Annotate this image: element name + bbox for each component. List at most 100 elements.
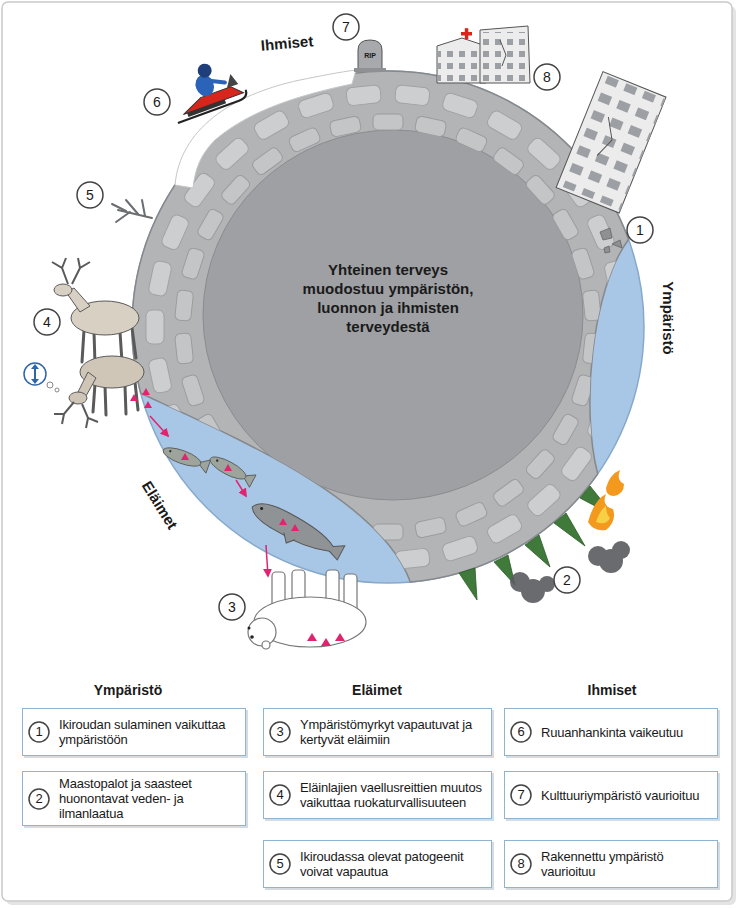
tilted-building	[557, 73, 665, 210]
callout-ring	[29, 722, 49, 742]
legend-text: Ikiroudassa olevat patogeenit voivat vap…	[300, 849, 485, 879]
land-interior	[203, 130, 583, 500]
reindeer	[52, 258, 90, 284]
toxin-triangle	[307, 633, 317, 641]
rock-stone	[395, 548, 431, 569]
rock-stone	[329, 116, 362, 138]
callout-ring	[219, 594, 245, 620]
callout-number: 3	[269, 721, 291, 743]
hospital-building	[437, 26, 530, 83]
polar-bear	[248, 570, 367, 649]
rock-stone	[196, 208, 225, 242]
callout-circle: 1	[626, 216, 654, 244]
smoke	[539, 576, 555, 592]
snowmobile	[207, 75, 225, 88]
rock-stone	[551, 413, 580, 447]
tombstone-text: RIP	[364, 52, 376, 59]
snowmobile	[162, 53, 249, 123]
callout-circle: 3	[269, 721, 291, 743]
reindeer	[78, 372, 96, 396]
snowmobile	[196, 62, 214, 80]
thought-bubble	[34, 367, 36, 381]
rock-stone	[329, 517, 362, 539]
rock-stone	[604, 260, 629, 297]
rock-stone	[612, 310, 630, 344]
callout-circle: 5	[269, 853, 291, 875]
rock-stone	[288, 126, 322, 153]
callout-ring	[511, 785, 531, 805]
callout-ring	[511, 854, 531, 874]
frame	[2, 2, 732, 901]
snowmobile	[186, 98, 226, 117]
globe-node: Yhteinen terveys muodostuu ympäristön, l…	[131, 70, 645, 584]
rock-stone	[485, 109, 523, 142]
rock-stone	[524, 173, 556, 206]
reindeer	[54, 284, 72, 296]
hospital-building	[437, 38, 486, 83]
legend-box: Ruuanhankinta vaikeutuu6	[504, 708, 718, 756]
sea	[132, 71, 644, 583]
callout-circle: 7	[510, 784, 532, 806]
rock-stone	[586, 213, 616, 251]
thought-bubble	[24, 363, 59, 392]
rock-stone	[559, 171, 594, 209]
callout-number: 2	[553, 566, 581, 594]
thought-bubble	[31, 364, 39, 369]
legend-text: Ikiroudan sulaminen vaikuttaa ympäristöö…	[59, 717, 239, 747]
callout-circle: 2	[553, 566, 581, 594]
callout-number: 4	[269, 784, 291, 806]
callout-ring	[511, 722, 531, 742]
smoke	[510, 541, 630, 603]
hospital-building	[480, 26, 530, 83]
rock-stone	[414, 116, 447, 138]
callout-number: 5	[76, 181, 104, 209]
callout-ring	[554, 567, 580, 593]
smoke	[510, 572, 530, 592]
callout-circle: 3	[218, 593, 246, 621]
rock-stone	[525, 482, 562, 518]
column-heading: Eläimet	[352, 682, 402, 698]
toxin-triangle	[130, 394, 138, 401]
rock-stone	[182, 171, 217, 209]
callout-circle: 5	[76, 181, 104, 209]
rock-stone	[551, 208, 580, 242]
dead-tree	[116, 212, 130, 222]
polar-bear	[248, 618, 276, 646]
forest-fire	[588, 494, 614, 530]
reindeer	[69, 392, 87, 404]
thought-bubble	[31, 379, 39, 384]
rock-stone	[373, 114, 403, 130]
callout-ring	[627, 217, 653, 243]
reindeer	[54, 402, 98, 428]
rock-stone	[288, 501, 322, 528]
callout-circle: 4	[269, 784, 291, 806]
dead-tree	[112, 200, 152, 222]
callout-ring	[29, 789, 49, 809]
rock-stone	[559, 445, 594, 483]
legend-text: Kulttuuriympäristö vaurioituu	[541, 788, 699, 803]
rock-stone	[582, 333, 601, 365]
spruce-tree	[494, 555, 515, 585]
dead-tree	[118, 210, 152, 218]
reindeer	[120, 332, 122, 362]
rock-stone	[604, 357, 629, 394]
callout-circle: 1	[28, 721, 50, 743]
callout-ring	[333, 14, 359, 40]
legend-text: Eläinlajien vaellusreittien muutos vaiku…	[300, 780, 485, 810]
rock-stone	[175, 290, 194, 322]
legend-box: Rakennettu ympäristö vaurioituu8	[504, 840, 718, 888]
column-heading: Ihmiset	[587, 682, 636, 698]
rock-stone	[586, 403, 616, 441]
reindeer	[82, 328, 136, 364]
rock-stone	[148, 260, 173, 297]
rock-stone	[148, 357, 173, 394]
rock-stone	[454, 501, 488, 528]
rock-stone	[252, 109, 290, 142]
callout-number: 7	[510, 784, 532, 806]
rock-stone	[346, 85, 382, 106]
rock-stone	[220, 173, 252, 206]
rock-stone	[196, 413, 225, 447]
callout-number: 1	[626, 216, 654, 244]
polar-bear	[272, 572, 285, 610]
rock-stone	[181, 247, 205, 280]
